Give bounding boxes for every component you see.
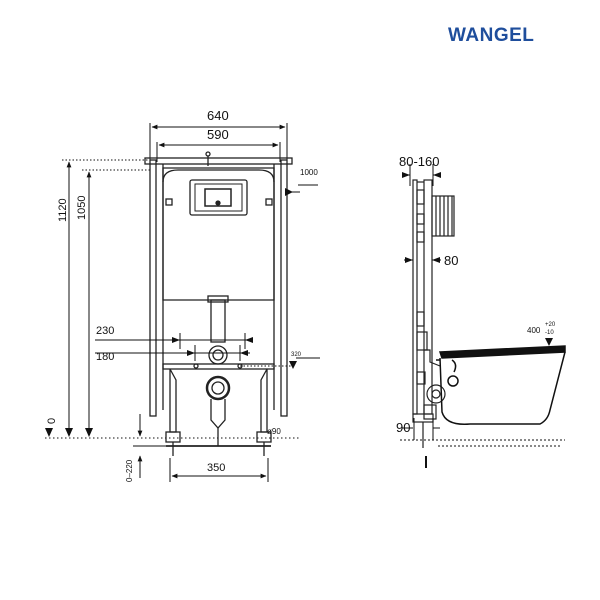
bolt-height-320-label: 320 xyxy=(291,352,302,358)
flush-plate-1000-callout: 1000 xyxy=(285,168,318,196)
brand-wordmark: WANGEL xyxy=(448,25,534,46)
width-590-label: 590 xyxy=(207,127,229,142)
drain-height-90-label: 90 xyxy=(396,420,410,435)
pipe-spacing-230-label: 230 xyxy=(96,325,114,337)
frame-depth-80-label: 80 xyxy=(444,253,458,268)
foot-adjust-dimension: 0–220 xyxy=(125,414,166,482)
brand-logo: WANGEL xyxy=(448,25,534,46)
drain-diameter-callout: ø90 xyxy=(267,427,281,436)
height-1050-label: 1050 xyxy=(76,196,88,220)
frame-body xyxy=(144,151,293,456)
front-view: 640 590 1120 1050 0 xyxy=(45,108,320,482)
frame-depth-80-dimension: 80 xyxy=(404,253,458,268)
bowl-tolerance-minus: -10 xyxy=(545,330,554,336)
depth-80-160-label: 80-160 xyxy=(399,154,439,169)
toilet-bowl xyxy=(436,345,566,425)
width-640-dimension: 640 xyxy=(149,108,288,162)
flush-plate-1000-label: 1000 xyxy=(300,168,318,177)
height-1120-dimension: 1120 xyxy=(57,159,150,437)
bowl-height-label: 400 xyxy=(527,326,541,335)
side-frame xyxy=(412,179,455,448)
floor-line: 0 xyxy=(45,418,300,439)
width-640-label: 640 xyxy=(207,108,229,123)
bowl-height-callout: 400 +20 -10 xyxy=(527,322,556,346)
floor-zero-label: 0 xyxy=(46,418,58,424)
side-floor-line xyxy=(400,439,565,468)
bolt-height-320-callout: 320 xyxy=(240,352,320,369)
foot-spacing-label: 350 xyxy=(207,462,225,474)
width-590-dimension: 590 xyxy=(156,127,281,162)
depth-80-160-dimension: 80-160 xyxy=(399,154,441,186)
foot-spacing-dimension: 350 xyxy=(169,458,269,482)
height-1120-label: 1120 xyxy=(57,198,69,222)
height-1050-dimension: 1050 xyxy=(76,169,150,437)
drain-diameter-label: ø90 xyxy=(267,427,281,436)
pipe-spacing-dimensions: 230 180 xyxy=(95,325,253,363)
side-view: 80-160 xyxy=(396,154,566,468)
bowl-tolerance-plus: +20 xyxy=(545,322,556,328)
drain-height-90-dimension: 90 xyxy=(396,418,440,440)
foot-adjust-label: 0–220 xyxy=(125,459,134,482)
drain-offset-180-label: 180 xyxy=(96,351,114,363)
